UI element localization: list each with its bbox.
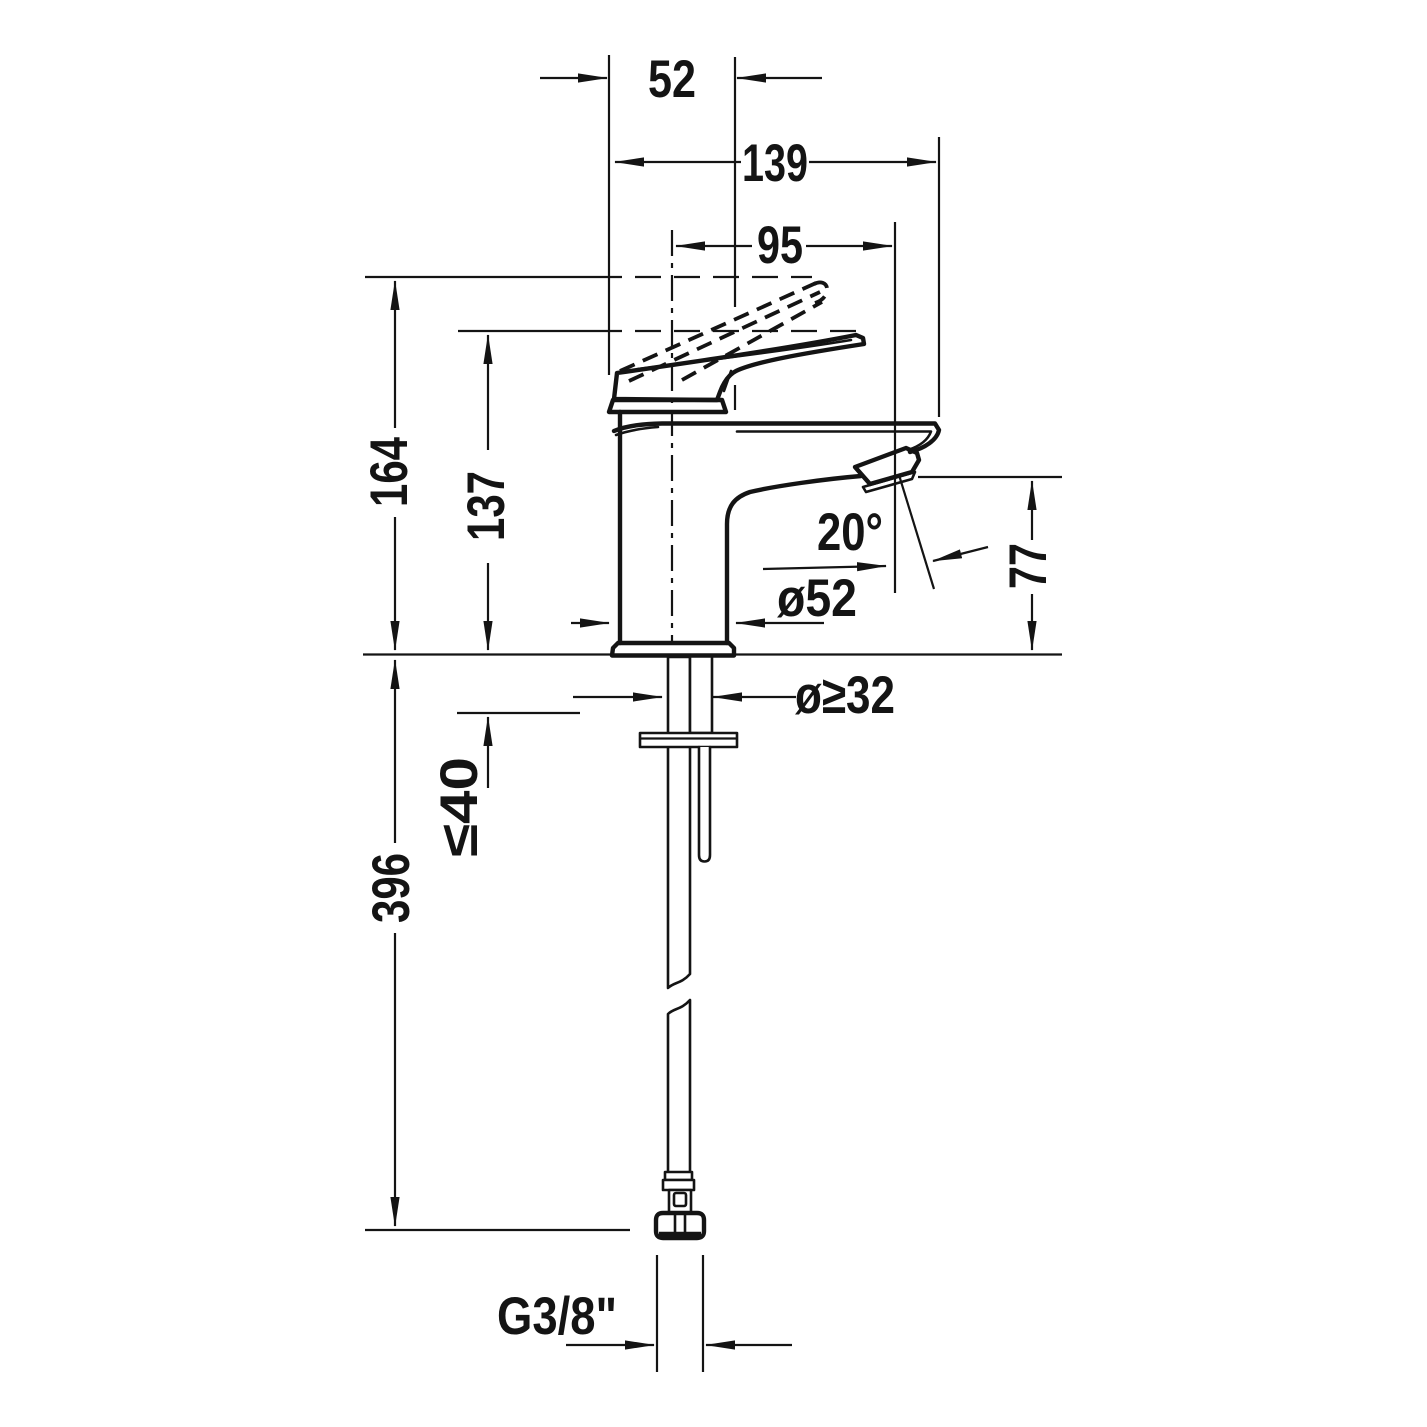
label-base-diameter: ø52 bbox=[777, 569, 857, 628]
label-handle-height: 137 bbox=[457, 471, 516, 541]
supply-hose-lower bbox=[666, 998, 692, 1177]
label-total-height: 164 bbox=[360, 437, 419, 507]
deck-back-line bbox=[614, 425, 660, 437]
label-spout-angle: 20° bbox=[817, 503, 883, 562]
hose-crimp-collar bbox=[661, 1178, 696, 1192]
threaded-shank bbox=[688, 655, 714, 735]
dimension-labels: 52 139 95 164 137 396 ≤40 77 20° ø52 ø≥3… bbox=[360, 50, 1058, 1346]
handle-neck-line bbox=[722, 369, 733, 393]
label-handle-width: 52 bbox=[648, 50, 696, 109]
dim-20deg-arrow-left bbox=[762, 562, 887, 572]
mounting-stud bbox=[697, 745, 712, 863]
raised-lever-top bbox=[619, 281, 817, 373]
dim-20deg-arrow-right bbox=[932, 545, 989, 563]
mounting-washer bbox=[638, 731, 739, 749]
spout-deck-outer bbox=[611, 421, 942, 455]
label-spout-reach: 95 bbox=[757, 216, 803, 275]
supply-hose-upper bbox=[666, 655, 692, 990]
raised-lever-bottom bbox=[681, 300, 823, 382]
base-flange bbox=[609, 640, 737, 658]
installation-parts bbox=[638, 655, 739, 1241]
label-tap-hole-diameter: ø≥32 bbox=[795, 666, 895, 725]
raised-lever-mid bbox=[628, 290, 821, 383]
body-right-spout-underside bbox=[724, 473, 864, 646]
handle-lever-crease bbox=[636, 338, 853, 371]
raised-lever-tip bbox=[813, 280, 829, 305]
water-stream-angle-line bbox=[897, 474, 936, 590]
label-max-deck-thickness: ≤40 bbox=[430, 757, 489, 857]
aerator-ring bbox=[861, 470, 917, 494]
hose-neck-slot bbox=[672, 1191, 688, 1208]
dimension-lines bbox=[390, 73, 1037, 1350]
faucet-body bbox=[606, 280, 942, 658]
label-spout-height: 77 bbox=[999, 543, 1058, 589]
label-hose-length: 396 bbox=[362, 853, 421, 923]
handle-raised-position bbox=[619, 280, 829, 383]
label-total-projection: 139 bbox=[742, 134, 808, 193]
extension-lines bbox=[363, 55, 1062, 1372]
label-connection-thread: G3/8" bbox=[497, 1287, 617, 1346]
